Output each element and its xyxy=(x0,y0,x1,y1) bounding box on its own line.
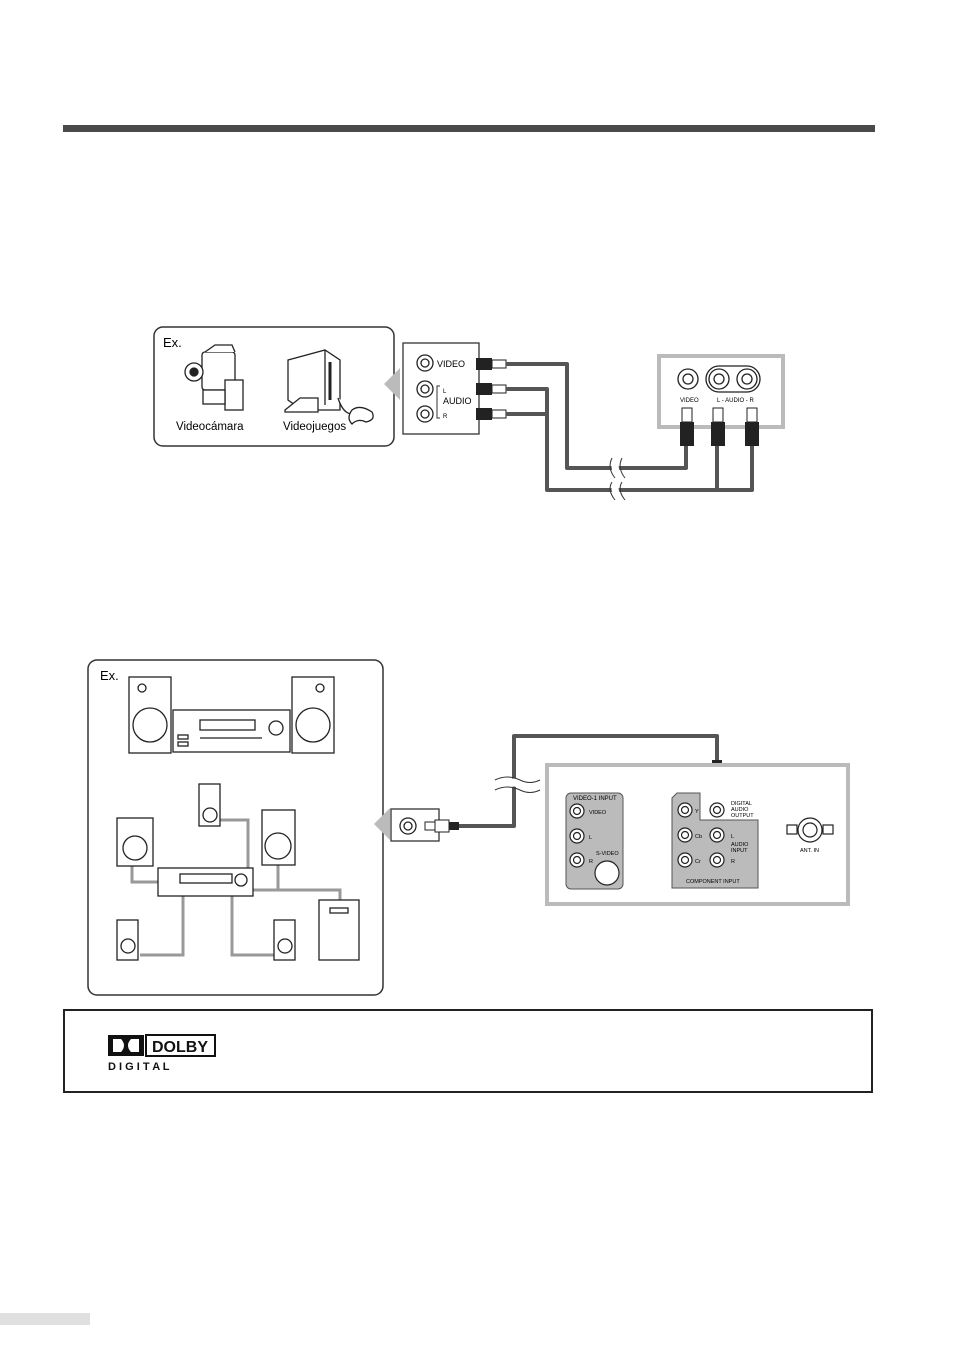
digital-audio-output-line3: OUTPUT xyxy=(731,813,754,819)
component-y-label: Y xyxy=(695,809,699,815)
component-cb-label: Cb xyxy=(695,834,702,840)
tv-video-label: VIDEO xyxy=(680,398,699,404)
source-audio-label: AUDIO xyxy=(443,396,472,406)
rca-plugs-tv xyxy=(680,408,759,446)
diagram-digital-audio-connection: Ex. xyxy=(0,650,954,1010)
device-label-camcorder: Videocámara xyxy=(176,421,244,433)
diagram-av-connection: Ex. Videocámara Videojuegos VIDEO L AUDI… xyxy=(0,0,954,520)
video1-video-label: VIDEO xyxy=(589,810,607,816)
s-video-label: S-VIDEO xyxy=(596,851,619,857)
ex-label: Ex. xyxy=(163,335,182,350)
ant-in-label: ANT. IN xyxy=(800,848,819,854)
page-tab xyxy=(0,1313,90,1325)
rca-plugs-source xyxy=(476,358,506,420)
source-jack-panel xyxy=(403,343,479,434)
video1-r-label: R xyxy=(589,859,593,865)
dolby-digital-logo: DOLBY D I G I T A L xyxy=(105,1032,225,1072)
tv-audio-label: L - AUDIO - R xyxy=(717,398,754,404)
coax-plug-amp xyxy=(425,820,459,832)
device-label-game: Videojuegos xyxy=(283,421,346,433)
audio-input-l-label: L xyxy=(731,834,734,840)
ex-label-2: Ex. xyxy=(100,668,119,683)
source-video-label: VIDEO xyxy=(437,359,465,369)
dolby-logo-bottom: D I G I T A L xyxy=(108,1061,170,1072)
audio-input-line2: INPUT xyxy=(731,848,748,854)
component-cr-label: Cr xyxy=(695,859,701,865)
source-r-label: R xyxy=(443,414,448,420)
dolby-logo-top: DOLBY xyxy=(152,1039,208,1056)
audio-input-r-label: R xyxy=(731,859,735,865)
video1-input-label: VIDEO-1 INPUT xyxy=(573,796,617,802)
component-input-label: COMPONENT INPUT xyxy=(686,879,740,885)
video1-l-label: L xyxy=(589,835,592,841)
